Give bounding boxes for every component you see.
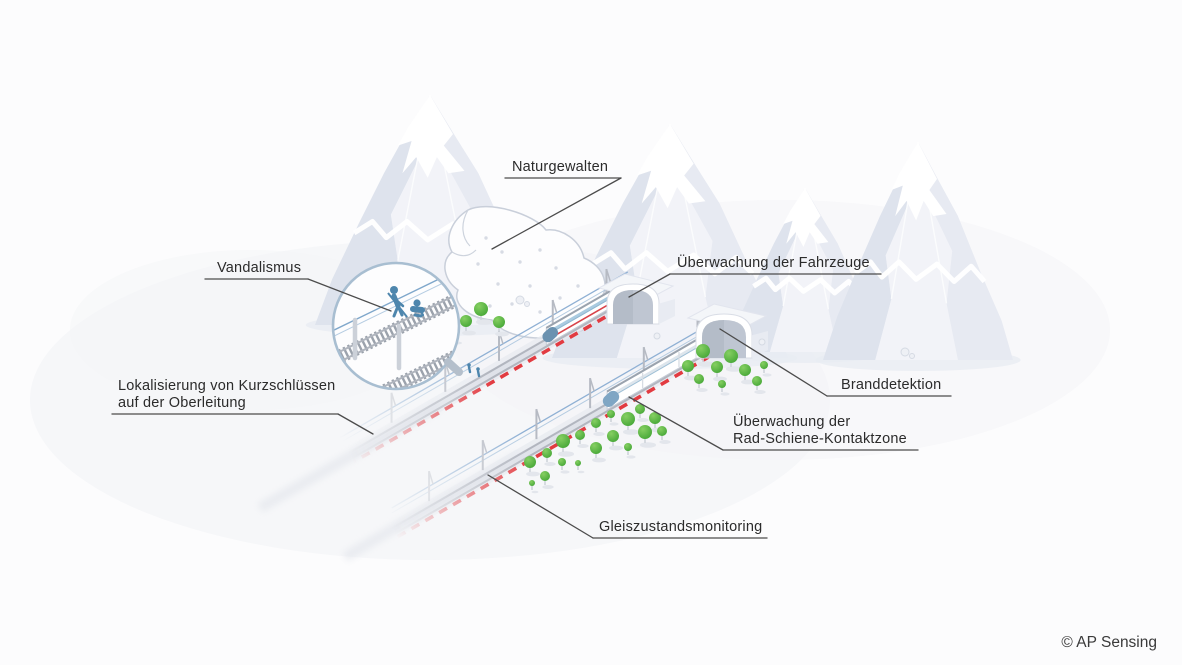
label-branddetektion: Branddetektion (719, 328, 952, 397)
tree-icon (711, 361, 727, 382)
label-kurzschluss-oberleitung: Lokalisierung von Kurzschlüssen auf der … (111, 378, 374, 435)
tunnel-portals (597, 273, 768, 359)
label-text: Lokalisierung von Kurzschlüssen (118, 378, 335, 394)
tree-icon (657, 426, 671, 444)
tree-icon (474, 302, 493, 325)
label-naturgewalten: Naturgewalten (491, 159, 622, 250)
leader-line (628, 396, 724, 451)
label-rad-schiene-kontaktzone: Überwachung der Rad-Schiene-Kontaktzone (628, 396, 919, 451)
label-text: auf der Oberleitung (118, 395, 246, 411)
leader-line (307, 278, 392, 312)
leader-line (337, 413, 374, 435)
leader-line (719, 328, 828, 397)
tree-icon (575, 430, 589, 448)
label-ueberwachung-fahrzeuge: Überwachung der Fahrzeuge (628, 253, 882, 298)
label-text: Branddetektion (841, 377, 941, 393)
tree-icon (460, 315, 476, 336)
tree-icon (752, 376, 766, 394)
tree-icon (624, 443, 636, 459)
trains (542, 281, 716, 411)
rock-icon (909, 353, 915, 359)
label-text: Überwachung der (733, 412, 850, 430)
tree-icon (558, 458, 570, 474)
vandal-figure-icon (476, 367, 481, 378)
magnifier-handle-icon (444, 358, 463, 376)
labels: Naturgewalten Vandalismus Überwachung de… (111, 159, 952, 539)
vandalism-magnifier (331, 261, 463, 391)
rock-icon (758, 338, 766, 346)
tree-icon (621, 412, 640, 435)
tree-icon (739, 364, 755, 385)
leader-line (628, 273, 671, 298)
tree-icon (724, 349, 743, 372)
tree-icon (635, 404, 649, 422)
tree-icon (591, 418, 605, 436)
label-text: Vandalismus (217, 260, 301, 276)
rock-icon (524, 301, 530, 307)
tree-icon (540, 471, 554, 489)
tree-icon (718, 380, 730, 396)
tree-icon (694, 374, 708, 392)
label-text: Überwachung der Fahrzeuge (677, 253, 870, 271)
vandal-figure-icon (387, 286, 408, 318)
copyright-text: © AP Sensing (1061, 634, 1157, 651)
magnifier-ring-icon (331, 261, 461, 391)
label-text: Rad-Schiene-Kontaktzone (733, 431, 907, 447)
tree-icon (607, 410, 619, 426)
tree-icon (638, 425, 657, 448)
tunnel-portal-icon (597, 273, 675, 325)
leader-line (491, 177, 622, 250)
tree-icon (760, 361, 772, 377)
leader-line (487, 474, 594, 539)
rock-icon (653, 332, 661, 340)
vandal-figure-icon (467, 363, 472, 374)
tree-icon (542, 448, 556, 466)
rock-icon (515, 295, 525, 305)
vandal-figures-on-track (467, 363, 481, 378)
tree-icon (590, 442, 606, 463)
label-vandalismus: Vandalismus (204, 260, 392, 312)
tree-icon (556, 434, 575, 457)
tree-icon (493, 316, 509, 337)
vandal-figure-icon (410, 299, 425, 318)
label-text: Naturgewalten (512, 159, 608, 175)
tree-icon (696, 344, 715, 367)
label-gleiszustandsmonitoring: Gleiszustandsmonitoring (487, 474, 768, 539)
rock-icon (900, 347, 910, 357)
train-icon (602, 328, 716, 411)
tree-icon (607, 430, 623, 451)
tree-icon (575, 460, 585, 474)
label-text: Gleiszustandsmonitoring (599, 519, 762, 535)
tree-icon (524, 456, 540, 477)
tree-icon (529, 480, 539, 494)
rocks (515, 295, 915, 359)
